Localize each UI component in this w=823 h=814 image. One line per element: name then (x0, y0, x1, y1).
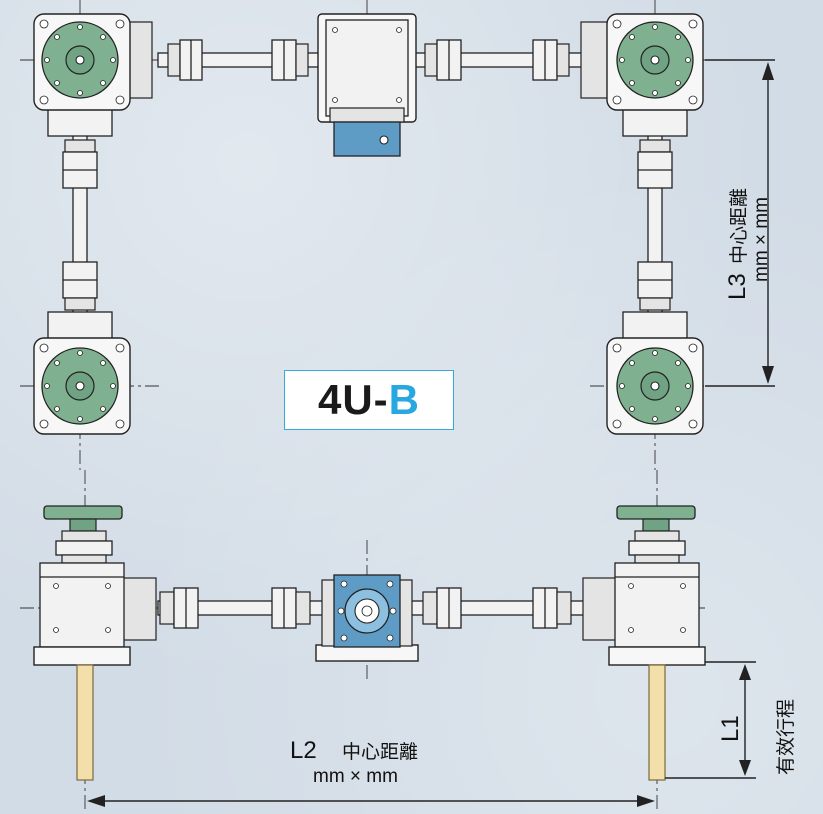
top-coupling-4 (532, 39, 570, 81)
gearbox-mid-right (606, 311, 704, 435)
side-coupling-4 (532, 587, 572, 629)
jack-right (582, 505, 706, 781)
top-coupling-2 (271, 39, 309, 81)
top-center-motor-flange (333, 121, 401, 157)
model-prefix: 4U- (317, 376, 389, 423)
model-label: 4U-B (284, 370, 454, 430)
side-coupling-3 (422, 587, 462, 629)
gearbox-mid-left (33, 311, 131, 435)
l2-unit: mm × mm (313, 766, 398, 787)
l1-dimension (665, 661, 756, 779)
top-coupling-3 (424, 39, 462, 81)
l2-code: L2 (290, 737, 317, 764)
top-coupling-1 (167, 39, 203, 81)
right-vertical-shaft (637, 129, 673, 321)
l2-dimension (87, 795, 655, 807)
left-vertical-shaft (62, 129, 98, 321)
l3-unit: mm × mm (751, 197, 772, 282)
model-suffix: B (388, 376, 421, 423)
side-center-gearbox (315, 574, 419, 662)
jack-left (33, 505, 157, 781)
side-coupling-2 (271, 587, 311, 629)
l1-code: L1 (717, 715, 744, 742)
l3-dimension (705, 59, 775, 387)
gearbox-top-right (580, 13, 704, 137)
l1-name: 有效行程 (775, 699, 797, 775)
l3-label: L3 中心距離 mm × mm (724, 188, 772, 300)
top-center-gearbox (317, 13, 417, 123)
l3-code: L3 (724, 273, 751, 300)
side-coupling-1 (159, 587, 199, 629)
l3-name: 中心距離 (728, 188, 750, 264)
l2-name: 中心距離 (342, 741, 418, 763)
gearbox-top-left (33, 13, 153, 137)
